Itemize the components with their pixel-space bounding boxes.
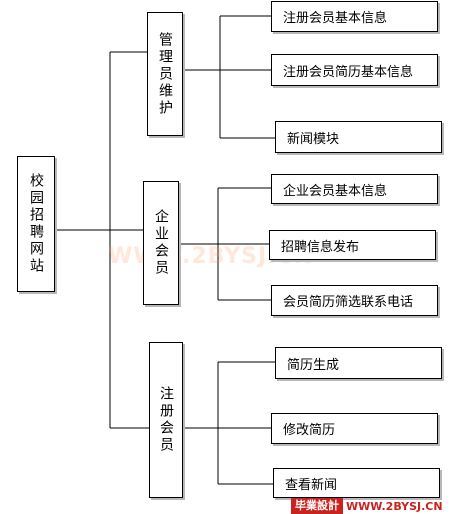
leaf-node: 企业会员基本信息 — [271, 174, 438, 204]
group-node-member: 注册会员 — [149, 342, 183, 498]
leaf-label: 招聘信息发布 — [281, 239, 360, 255]
leaf-label: 企业会员基本信息 — [283, 183, 388, 199]
leaf-label: 新闻模块 — [287, 131, 340, 147]
group-label: 管理员维护 — [157, 31, 173, 117]
leaf-node: 注册会员基本信息 — [271, 1, 438, 32]
leaf-node: 招聘信息发布 — [269, 230, 436, 260]
leaf-node: 会员简历筛选联系电话 — [271, 285, 438, 316]
group-node-admin: 管理员维护 — [147, 12, 183, 136]
leaf-node: 新闻模块 — [275, 121, 442, 153]
group-node-enterprise: 企业会员 — [143, 181, 179, 305]
leaf-label: 修改简历 — [283, 423, 336, 438]
root-label: 校园招聘网站 — [28, 173, 44, 275]
leaf-node: 修改简历 — [271, 413, 438, 444]
leaf-label: 简历生成 — [287, 357, 340, 373]
leaf-node: 简历生成 — [275, 347, 442, 379]
site-logo: 毕業設計 WWW.2BYSJ.CN — [291, 498, 459, 514]
root-node: 校园招聘网站 — [17, 156, 55, 292]
group-label: 企业会员 — [153, 209, 169, 277]
leaf-label: 注册会员基本信息 — [283, 11, 388, 26]
leaf-label: 会员简历筛选联系电话 — [283, 295, 414, 310]
group-label: 注册会员 — [158, 386, 174, 454]
logo-right-text: WWW.2BYSJ.CN — [346, 499, 443, 513]
leaf-label: 注册会员简历基本信息 — [283, 64, 414, 80]
leaf-node: 注册会员简历基本信息 — [271, 54, 438, 86]
leaf-label: 查看新闻 — [285, 477, 338, 493]
logo-left-text: 毕業設計 — [291, 498, 343, 514]
leaf-node: 查看新闻 — [273, 468, 440, 498]
